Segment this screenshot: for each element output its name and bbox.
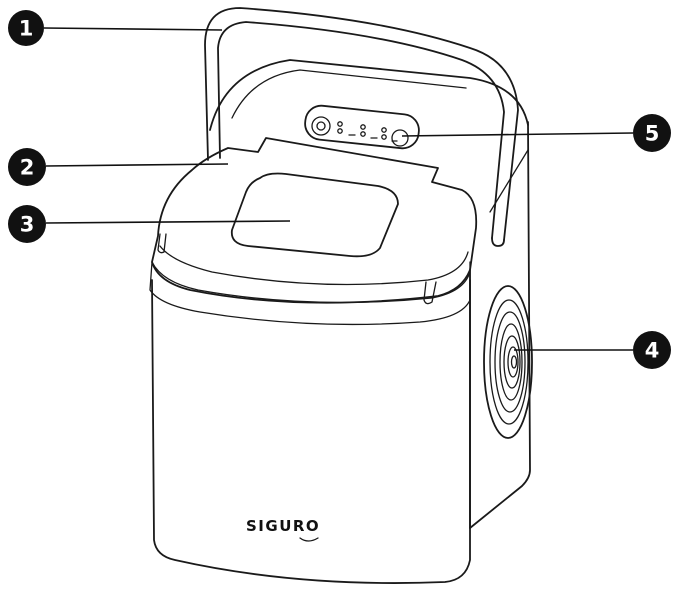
select-button-icon [391,129,409,147]
brand-logo: SIGURO [246,517,320,535]
top-panel [209,59,529,131]
callout-1-number: 1 [19,17,34,41]
viewing-window [230,172,399,258]
power-button-icon [311,116,331,136]
brand-swoosh [299,537,319,542]
front-body [149,261,471,584]
callout-5-number: 5 [645,122,660,146]
leader-line-2 [45,163,229,167]
callout-2-number: 2 [20,156,35,180]
callout-1-badge: 1 [8,10,44,46]
callout-2-badge: 2 [8,148,46,186]
lid [151,137,478,305]
leader-line-3 [45,220,291,224]
callout-5-badge: 5 [633,114,671,152]
control-panel [304,104,420,150]
leader-line-1 [43,27,223,31]
handle [204,7,519,247]
callout-4-number: 4 [645,339,660,363]
indicator-lights [337,121,398,142]
callout-3-number: 3 [20,213,35,237]
leader-line-5 [401,132,634,137]
callout-3-badge: 3 [8,205,46,243]
side-vent [483,285,533,439]
leader-lines [43,27,634,351]
callout-4-badge: 4 [633,331,671,369]
